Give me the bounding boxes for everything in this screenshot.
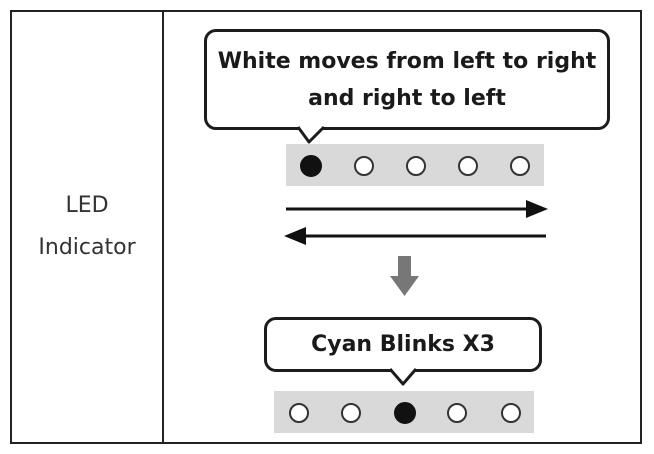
table-frame [10, 10, 642, 444]
step1-led-3 [406, 156, 426, 176]
step2-caption: Cyan Blinks X3 [311, 332, 495, 357]
step2-led-strip [274, 391, 534, 433]
row-label-cell: LED Indicator [12, 12, 162, 442]
step1-caption-line-2: and right to left [308, 85, 506, 111]
step1-led-strip [286, 144, 544, 186]
step2-led-4 [447, 403, 467, 423]
row-label-line-1: LED [65, 193, 109, 218]
step1-speech-bubble: White moves from left to right and right… [204, 29, 610, 130]
step2-speech-bubble: Cyan Blinks X3 [264, 317, 542, 372]
step2-led-1 [289, 403, 309, 423]
step2-led-5 [501, 403, 521, 423]
step1-led-5 [510, 156, 530, 176]
step1-led-4 [458, 156, 478, 176]
step1-led-1 [300, 155, 322, 177]
step2-bubble-tail [388, 367, 418, 386]
column-divider [162, 10, 164, 444]
step2-led-2 [341, 403, 361, 423]
step1-caption-line-1: White moves from left to right [217, 48, 597, 74]
step1-led-2 [354, 156, 374, 176]
row-label-line-2: Indicator [38, 235, 136, 260]
step2-led-3 [394, 402, 416, 424]
step1-bubble-tail [296, 125, 326, 144]
